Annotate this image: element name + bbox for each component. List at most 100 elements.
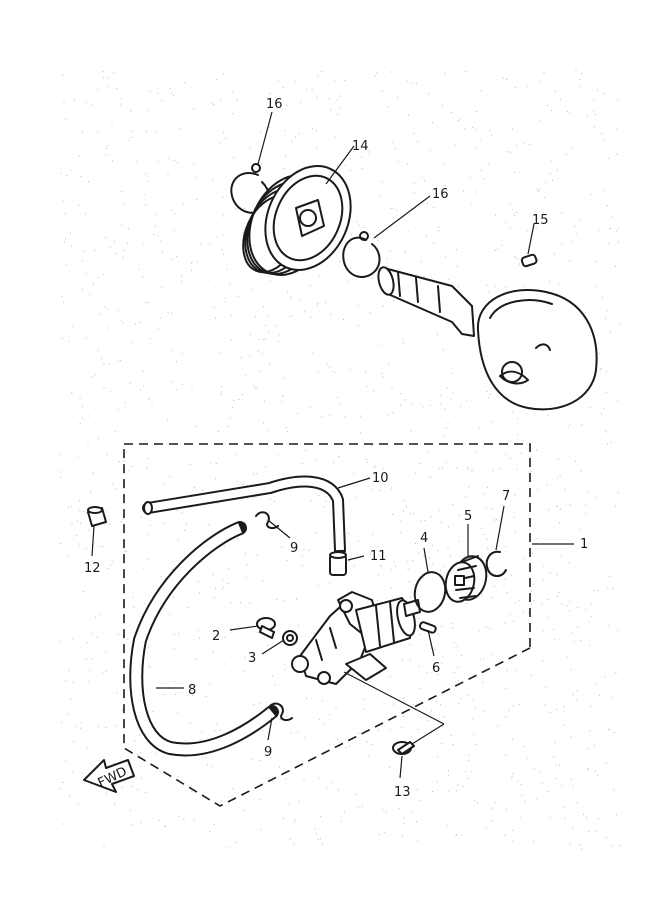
speckle-dot bbox=[527, 622, 529, 624]
speckle-dot bbox=[64, 213, 66, 214]
speckle-dot bbox=[95, 374, 97, 376]
speckle-dot bbox=[192, 164, 194, 166]
speckle-dot bbox=[544, 704, 546, 706]
speckle-dot bbox=[588, 830, 590, 832]
speckle-dot bbox=[465, 770, 467, 772]
speckle-dot bbox=[504, 834, 506, 836]
speckle-dot bbox=[428, 720, 429, 722]
speckle-dot bbox=[135, 161, 137, 163]
speckle-dot bbox=[505, 687, 507, 689]
speckle-dot bbox=[356, 221, 358, 223]
speckle-dot bbox=[486, 284, 488, 286]
leader-lines bbox=[91, 111, 574, 779]
speckle-dot bbox=[475, 451, 476, 453]
speckle-dot bbox=[69, 795, 71, 797]
speckle-dot bbox=[610, 441, 612, 443]
speckle-dot bbox=[235, 453, 237, 455]
speckle-dot bbox=[556, 506, 557, 508]
speckle-dot bbox=[569, 601, 571, 603]
speckle-dot bbox=[322, 700, 324, 702]
speckle-dot bbox=[67, 555, 68, 556]
speckle-dot bbox=[295, 170, 297, 172]
speckle-dot bbox=[420, 520, 422, 522]
speckle-dot bbox=[446, 387, 448, 389]
o-ring bbox=[413, 571, 447, 613]
speckle-dot bbox=[398, 807, 400, 809]
speckle-dot bbox=[381, 90, 383, 92]
speckle-dot bbox=[509, 440, 511, 442]
speckle-dot bbox=[474, 707, 476, 709]
speckle-dot bbox=[377, 240, 379, 242]
hose-clip-upper bbox=[255, 511, 279, 530]
speckle-dot bbox=[81, 289, 83, 291]
speckle-dot bbox=[303, 548, 305, 550]
speckle-dot bbox=[420, 800, 421, 802]
speckle-dot bbox=[131, 466, 133, 468]
speckle-dot bbox=[458, 703, 460, 705]
speckle-dot bbox=[105, 510, 107, 511]
speckle-dot bbox=[298, 800, 300, 802]
speckle-dot bbox=[491, 820, 493, 822]
speckle-dot bbox=[487, 547, 489, 549]
speckle-dot bbox=[77, 803, 79, 805]
speckle-dot bbox=[393, 561, 395, 563]
speckle-dot bbox=[487, 549, 489, 551]
speckle-dot bbox=[216, 723, 218, 725]
speckle-dot bbox=[444, 408, 446, 410]
speckle-dot bbox=[121, 319, 122, 321]
speckle-dot bbox=[549, 572, 551, 574]
speckle-dot bbox=[608, 625, 610, 627]
speckle-dot bbox=[90, 104, 92, 106]
speckle-dot bbox=[391, 487, 393, 489]
speckle-dot bbox=[264, 338, 266, 340]
speckle-dot bbox=[258, 370, 260, 372]
speckle-dot bbox=[268, 331, 270, 333]
speckle-dot bbox=[368, 150, 370, 152]
speckle-dot bbox=[140, 389, 141, 391]
speckle-dot bbox=[503, 584, 505, 586]
speckle-dot bbox=[431, 545, 433, 547]
speckle-dot bbox=[61, 337, 63, 339]
callout-numbers: 16 14 16 15 1 4 5 7 6 2 3 8 9 9 10 11 12… bbox=[84, 97, 588, 800]
speckle-dot bbox=[441, 625, 443, 627]
speckle-dot bbox=[113, 72, 115, 74]
speckle-dot bbox=[325, 500, 327, 502]
speckle-dot bbox=[76, 535, 78, 537]
speckle-dot bbox=[104, 306, 106, 308]
speckle-dot bbox=[608, 729, 610, 731]
speckle-dot bbox=[364, 698, 365, 700]
speckle-dot bbox=[97, 89, 99, 91]
speckle-dot bbox=[249, 333, 251, 335]
speckle-dot bbox=[111, 564, 113, 566]
speckle-dot bbox=[608, 242, 610, 244]
speckle-dot bbox=[428, 557, 430, 559]
speckle-dot bbox=[219, 729, 221, 731]
speckle-dot bbox=[293, 821, 295, 823]
speckle-dot bbox=[133, 606, 135, 608]
speckle-dot bbox=[552, 180, 553, 181]
speckle-dot bbox=[117, 409, 119, 411]
speckle-dot bbox=[478, 630, 480, 632]
speckle-dot bbox=[382, 376, 384, 378]
speckle-dot bbox=[402, 342, 404, 344]
speckle-dot bbox=[403, 822, 405, 824]
speckle-dot bbox=[400, 393, 402, 395]
speckle-dot bbox=[529, 143, 531, 145]
speckle-dot bbox=[253, 473, 254, 475]
speckle-dot bbox=[173, 596, 175, 598]
speckle-dot bbox=[543, 579, 545, 581]
speckle-dot bbox=[366, 385, 368, 387]
speckle-dot bbox=[125, 550, 127, 552]
speckle-dot bbox=[103, 387, 105, 389]
speckle-dot bbox=[278, 340, 279, 342]
speckle-dot bbox=[444, 73, 446, 75]
speckle-dot bbox=[518, 600, 520, 602]
speckle-dot bbox=[590, 603, 592, 605]
speckle-dot bbox=[154, 225, 156, 227]
speckle-dot bbox=[155, 213, 157, 215]
speckle-dot bbox=[305, 449, 307, 451]
speckle-dot bbox=[465, 71, 467, 73]
speckle-dot bbox=[89, 293, 91, 295]
speckle-dot bbox=[91, 658, 92, 660]
speckle-dot bbox=[282, 817, 284, 819]
